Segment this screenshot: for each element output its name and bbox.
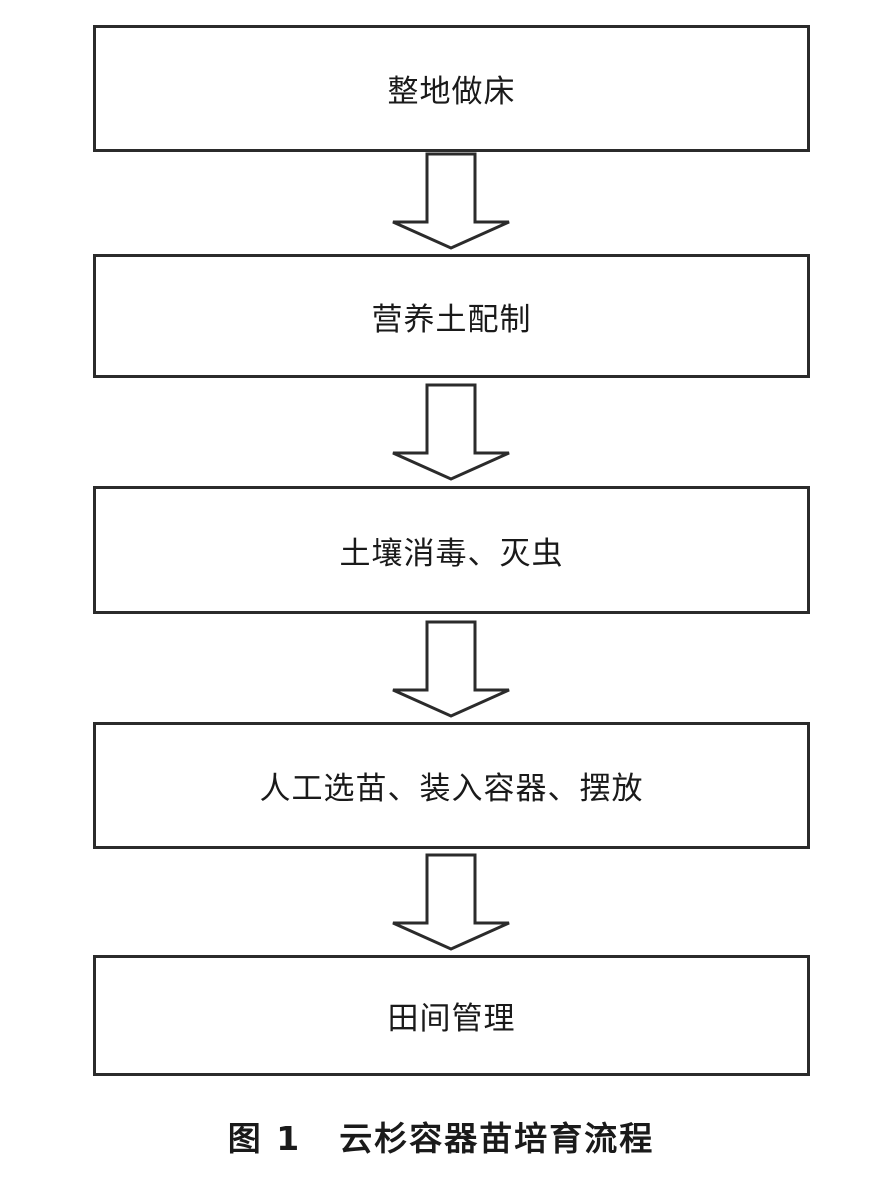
step-label-5: 田间管理 — [387, 1001, 516, 1037]
figure-title: 云杉容器苗培育流程 — [339, 1119, 655, 1158]
step-box-2: 营养土配制 — [93, 254, 810, 378]
step-label-3: 土壤消毒、灭虫 — [339, 535, 564, 572]
step-box-5: 田间管理 — [93, 955, 810, 1076]
figure-number: 图 1 — [227, 1119, 302, 1158]
step-label-2: 营养土配制 — [371, 301, 532, 338]
step-box-4: 人工选苗、装入容器、摆放 — [93, 722, 810, 849]
down-arrow-icon — [392, 620, 510, 718]
step-box-3: 土壤消毒、灭虫 — [93, 486, 810, 614]
step-label-4: 人工选苗、装入容器、摆放 — [259, 771, 644, 807]
down-arrow-icon — [392, 152, 510, 250]
figure-caption: 图 1 云杉容器苗培育流程 — [0, 1112, 882, 1160]
down-arrow-icon — [392, 383, 510, 481]
step-label-1: 整地做床 — [387, 74, 516, 110]
down-arrow-icon — [392, 853, 510, 951]
step-box-1: 整地做床 — [93, 25, 810, 152]
